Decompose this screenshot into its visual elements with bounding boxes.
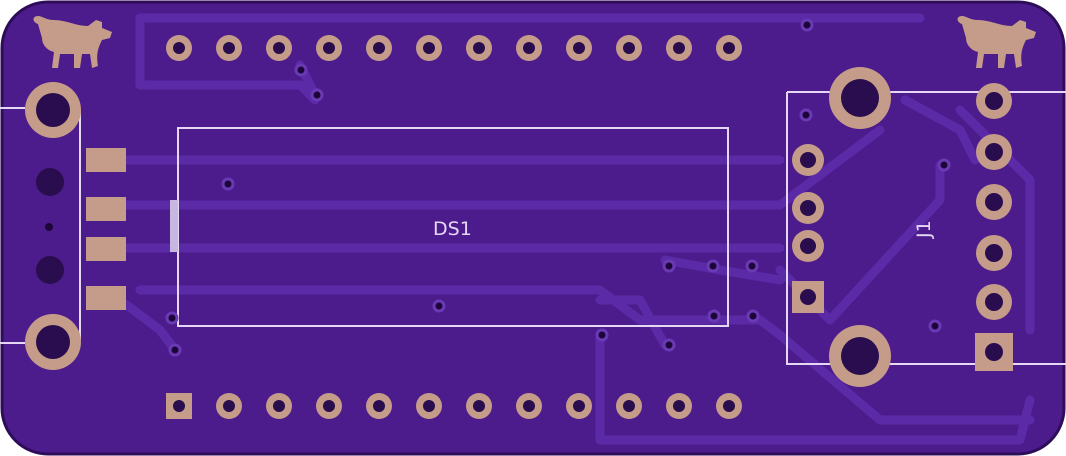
pin-square xyxy=(975,333,1013,371)
via xyxy=(595,328,609,342)
header-pin xyxy=(416,35,442,61)
via xyxy=(168,343,182,357)
via xyxy=(937,158,951,172)
header-pin xyxy=(366,35,392,61)
pin xyxy=(976,235,1012,271)
header-pin xyxy=(216,35,242,61)
j1-label: J1 xyxy=(913,220,935,239)
header-pin xyxy=(366,393,392,419)
header-pin xyxy=(266,35,292,61)
header-pin xyxy=(466,393,492,419)
pin xyxy=(976,184,1012,220)
header-pin xyxy=(666,393,692,419)
via xyxy=(662,259,676,273)
bottom-header xyxy=(166,393,742,419)
j1-outer-pins xyxy=(975,83,1013,371)
smd-pad xyxy=(86,286,126,310)
smd-pad xyxy=(86,197,126,221)
pin xyxy=(792,144,824,176)
via xyxy=(45,223,53,231)
j1-mounting-hole xyxy=(829,67,891,129)
pin xyxy=(792,230,824,262)
mounting-hole xyxy=(25,314,81,370)
j1-inner-pins xyxy=(792,144,824,313)
via xyxy=(707,309,721,323)
left-connector xyxy=(25,82,126,370)
smd-pad xyxy=(86,148,126,172)
ds1-label: DS1 xyxy=(433,218,472,240)
header-pin-1-square xyxy=(166,393,192,419)
pin-square xyxy=(792,281,824,313)
via xyxy=(294,63,308,77)
polar-bear-icon xyxy=(33,16,112,68)
header-pin xyxy=(516,393,542,419)
via xyxy=(432,299,446,313)
header-pin xyxy=(266,393,292,419)
via xyxy=(662,338,676,352)
mounting-hole xyxy=(25,82,81,138)
pin xyxy=(976,134,1012,170)
top-header xyxy=(166,35,742,61)
header-pin xyxy=(666,35,692,61)
header-pin xyxy=(616,393,642,419)
pin xyxy=(976,83,1012,119)
drill-hole xyxy=(36,256,64,284)
pin xyxy=(792,192,824,224)
j1-mounting-hole xyxy=(829,325,891,387)
header-pin xyxy=(466,35,492,61)
via xyxy=(745,259,759,273)
via xyxy=(746,309,760,323)
vias xyxy=(165,18,951,357)
via xyxy=(799,108,813,122)
header-pin xyxy=(216,393,242,419)
via xyxy=(706,259,720,273)
polar-bear-icon xyxy=(957,16,1036,68)
via xyxy=(928,319,942,333)
trace-layer xyxy=(115,13,1035,445)
via xyxy=(310,88,324,102)
header-pin xyxy=(316,35,342,61)
header-pin xyxy=(716,393,742,419)
via xyxy=(800,18,814,32)
header-pin xyxy=(166,35,192,61)
drill-hole xyxy=(36,168,64,196)
header-pin xyxy=(566,393,592,419)
pin xyxy=(976,284,1012,320)
ds1-pin1-marker xyxy=(170,200,178,252)
header-pin xyxy=(416,393,442,419)
header-pin xyxy=(566,35,592,61)
header-pin xyxy=(716,35,742,61)
via xyxy=(165,311,179,325)
smd-pad xyxy=(86,237,126,261)
header-pin xyxy=(316,393,342,419)
via xyxy=(221,177,235,191)
header-pin xyxy=(616,35,642,61)
header-pin xyxy=(516,35,542,61)
